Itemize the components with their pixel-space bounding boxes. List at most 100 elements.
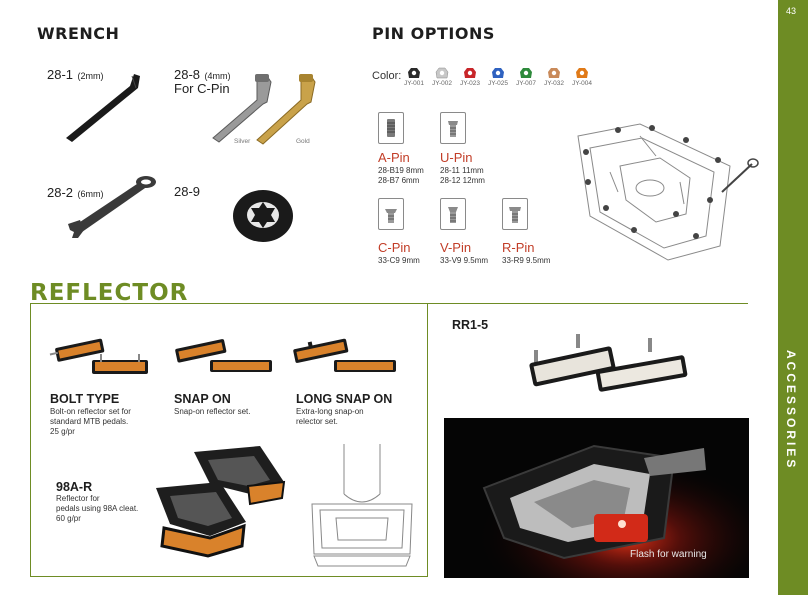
color-code: JY-001 [404,80,424,87]
wrench-code: 28-1 [47,67,74,82]
spanner-6mm-image [68,176,156,238]
c-pin-icon [385,209,397,223]
desc-line: pedals using 98A cleat. [56,504,139,513]
pin-color-icon [408,68,420,78]
color-code: JY-004 [572,80,592,87]
wrench-28-1-label: 28-1 (2mm) [47,66,103,84]
u-pin-icon [448,121,458,137]
v-pin-image-box [440,198,466,230]
pin-spec-line: 28-11 11mm [440,166,484,175]
cleat-reflector-diagram [311,444,413,567]
wrench-28-8-label: 28-8 (4mm) [174,66,230,84]
desc-line: Extra-long snap-on [296,407,364,416]
color-swatch: JY-002 [428,64,456,87]
section-divider [168,303,748,304]
bolt-type-desc: Bolt-on reflector set for standard MTB p… [50,407,131,437]
pedal-light-photo [444,418,749,578]
variant-gold-label: Gold [296,138,310,145]
wrench-28-8-sub: For C-Pin [174,81,230,96]
color-code: JY-023 [460,80,480,87]
v-pin-specs: 33-V9 9.5mm [440,256,488,266]
a-pin-image-box [378,112,404,144]
a-pin-specs: 28-B19 8mm 28-B7 6mm [378,166,424,186]
wrench-28-9-label: 28-9 [174,184,201,199]
wrench-code: 28-8 [174,67,201,82]
pin-spec-line: 28-B7 6mm [378,176,420,185]
desc-line: Bolt-on reflector set for [50,407,131,416]
color-code: JY-007 [516,80,536,87]
98a-pedal-with-reflector-image [156,446,286,558]
desc-line: 25 g/pr [50,427,75,436]
desc-line: 60 g/pr [56,514,81,523]
desc-line: relector set. [296,417,338,426]
c-pin-name: C-Pin [378,240,411,255]
color-code: JY-002 [432,80,452,87]
r-pin-image-box [502,198,528,230]
pin-spec-line: 28-B19 8mm [378,166,424,175]
snap-on-desc: Snap-on reflector set. [174,407,250,417]
pin-spec-line: 33-R9 9.5mm [502,256,551,265]
reflector-box [30,303,428,577]
pin-color-icon [492,68,504,78]
side-label: ACCESSORIES [784,350,798,471]
a-pin-icon [387,119,395,137]
flash-caption: Flash for warning [630,549,707,560]
a-pin-name: A-Pin [378,150,410,165]
pin-spec-line: 33-V9 9.5mm [440,256,489,265]
pin-color-icon [548,68,560,78]
wrench-code: 28-2 [47,185,74,200]
rr1-5-title: RR1-5 [452,318,489,332]
r-pin-icon [509,207,521,223]
color-swatch: JY-025 [484,64,512,87]
desc-line: standard MTB pedals. [50,417,129,426]
snap-on-title: SNAP ON [174,392,231,406]
snap-on-reflector-image [175,339,272,372]
pin-spec-line: 28-12 12mm [440,176,485,185]
bolt-type-reflector-image [49,338,148,374]
rr1-5-photo [444,418,749,578]
u-pin-specs: 28-11 11mm 28-12 12mm [440,166,485,186]
u-pin-image-box [440,112,466,144]
color-swatch: JY-032 [540,64,568,87]
u-pin-name: U-Pin [440,150,473,165]
color-swatch: JY-001 [400,64,428,87]
pin-spec-line: 33-C9 9mm [378,256,420,265]
v-pin-icon [448,207,458,223]
r-pin-name: R-Pin [502,240,535,255]
wrench-28-2-label: 28-2 (6mm) [47,184,103,202]
98a-r-desc: Reflector for pedals using 98A cleat. 60… [56,494,138,524]
lockring-tool-image [233,190,293,242]
page-number: 43 [786,6,797,16]
color-code: JY-032 [544,80,564,87]
c-pin-specs: 33-C9 9mm [378,256,420,266]
rr1-5-reflector-image [529,334,688,392]
color-swatch: JY-007 [512,64,540,87]
wrench-size: (2mm) [77,71,104,81]
color-swatch-row: JY-001 JY-002 JY-023 JY-025 JY-007 JY-03… [400,64,596,87]
reflector-section-title: REFLECTOR [30,280,189,306]
pedal-pin-diagram [577,123,759,261]
desc-line: Reflector for [56,494,100,503]
pin-color-icon [576,68,588,78]
pin-options-title: PIN OPTIONS [372,24,495,43]
pin-color-icon [435,67,449,79]
color-code: JY-025 [488,80,508,87]
variant-silver-label: Silver [234,138,251,145]
pin-color-icon [520,68,532,78]
98a-r-title: 98A-R [56,480,93,494]
wrench-section-title: WRENCH [37,24,120,43]
side-band [778,0,808,595]
wrench-size: (4mm) [204,71,231,81]
wrench-size: (6mm) [77,189,104,199]
c-pin-wrench-image [212,74,316,145]
long-snap-on-title: LONG SNAP ON [296,392,393,406]
hex-key-2mm-image [66,74,140,142]
long-snap-on-desc: Extra-long snap-on relector set. [296,407,364,427]
color-swatch: JY-023 [456,64,484,87]
bolt-type-title: BOLT TYPE [50,392,120,406]
desc-line: Snap-on reflector set. [174,407,251,416]
long-snap-on-reflector-image [293,338,396,372]
c-pin-image-box [378,198,404,230]
r-pin-specs: 33-R9 9.5mm [502,256,550,266]
v-pin-name: V-Pin [440,240,472,255]
